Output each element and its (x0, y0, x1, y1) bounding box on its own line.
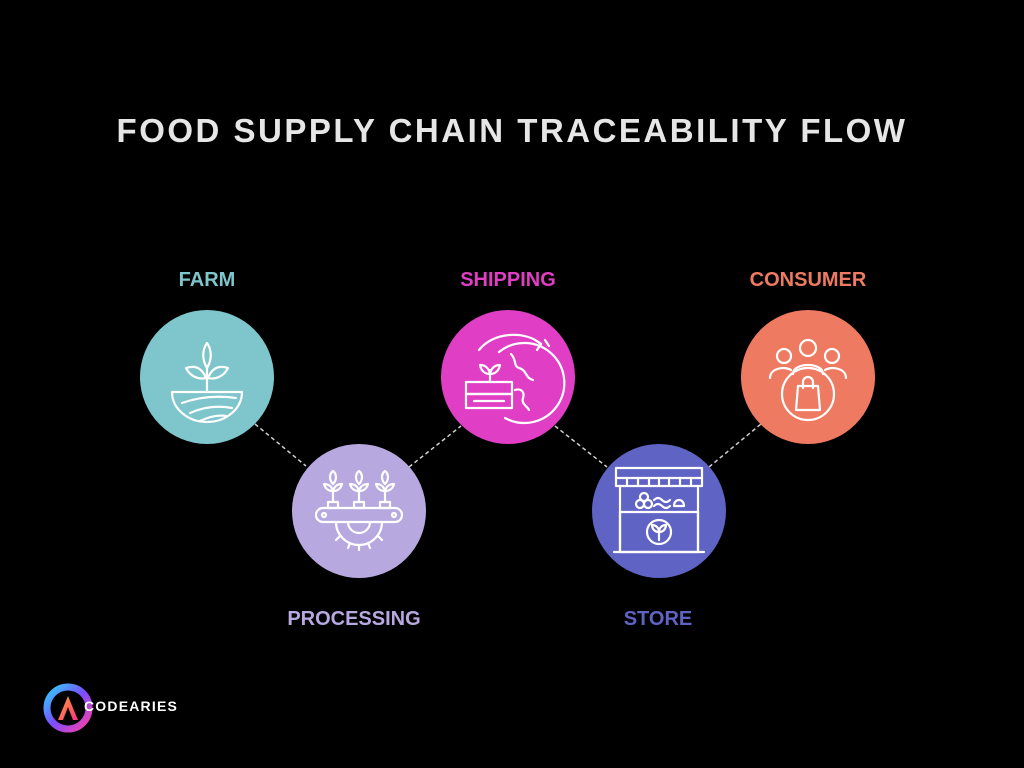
brand-name: CODEARIES (84, 698, 179, 714)
globe-shipping-crate-icon (464, 333, 566, 425)
plant-field-icon (170, 341, 244, 424)
people-shopping-bag-icon (768, 338, 848, 422)
codearies-logo (43, 683, 93, 733)
stage-label-shipping: SHIPPING (460, 269, 556, 291)
stage-label-consumer: CONSUMER (749, 269, 867, 291)
stage-label-processing: PROCESSING (287, 608, 421, 630)
stage-farm (140, 310, 274, 444)
diagram-title: FOOD SUPPLY CHAIN TRACEABILITY FLOW (116, 112, 908, 149)
market-stall-icon (612, 466, 706, 554)
stage-consumer (741, 310, 875, 444)
stage-shipping (441, 310, 575, 444)
connector-store-consumer (708, 423, 762, 468)
conveyor-plants-icon (314, 469, 404, 552)
stage-store (592, 444, 726, 578)
stage-label-store: STORE (623, 608, 693, 630)
stage-label-farm: FARM (178, 269, 236, 291)
stage-processing (292, 444, 426, 578)
